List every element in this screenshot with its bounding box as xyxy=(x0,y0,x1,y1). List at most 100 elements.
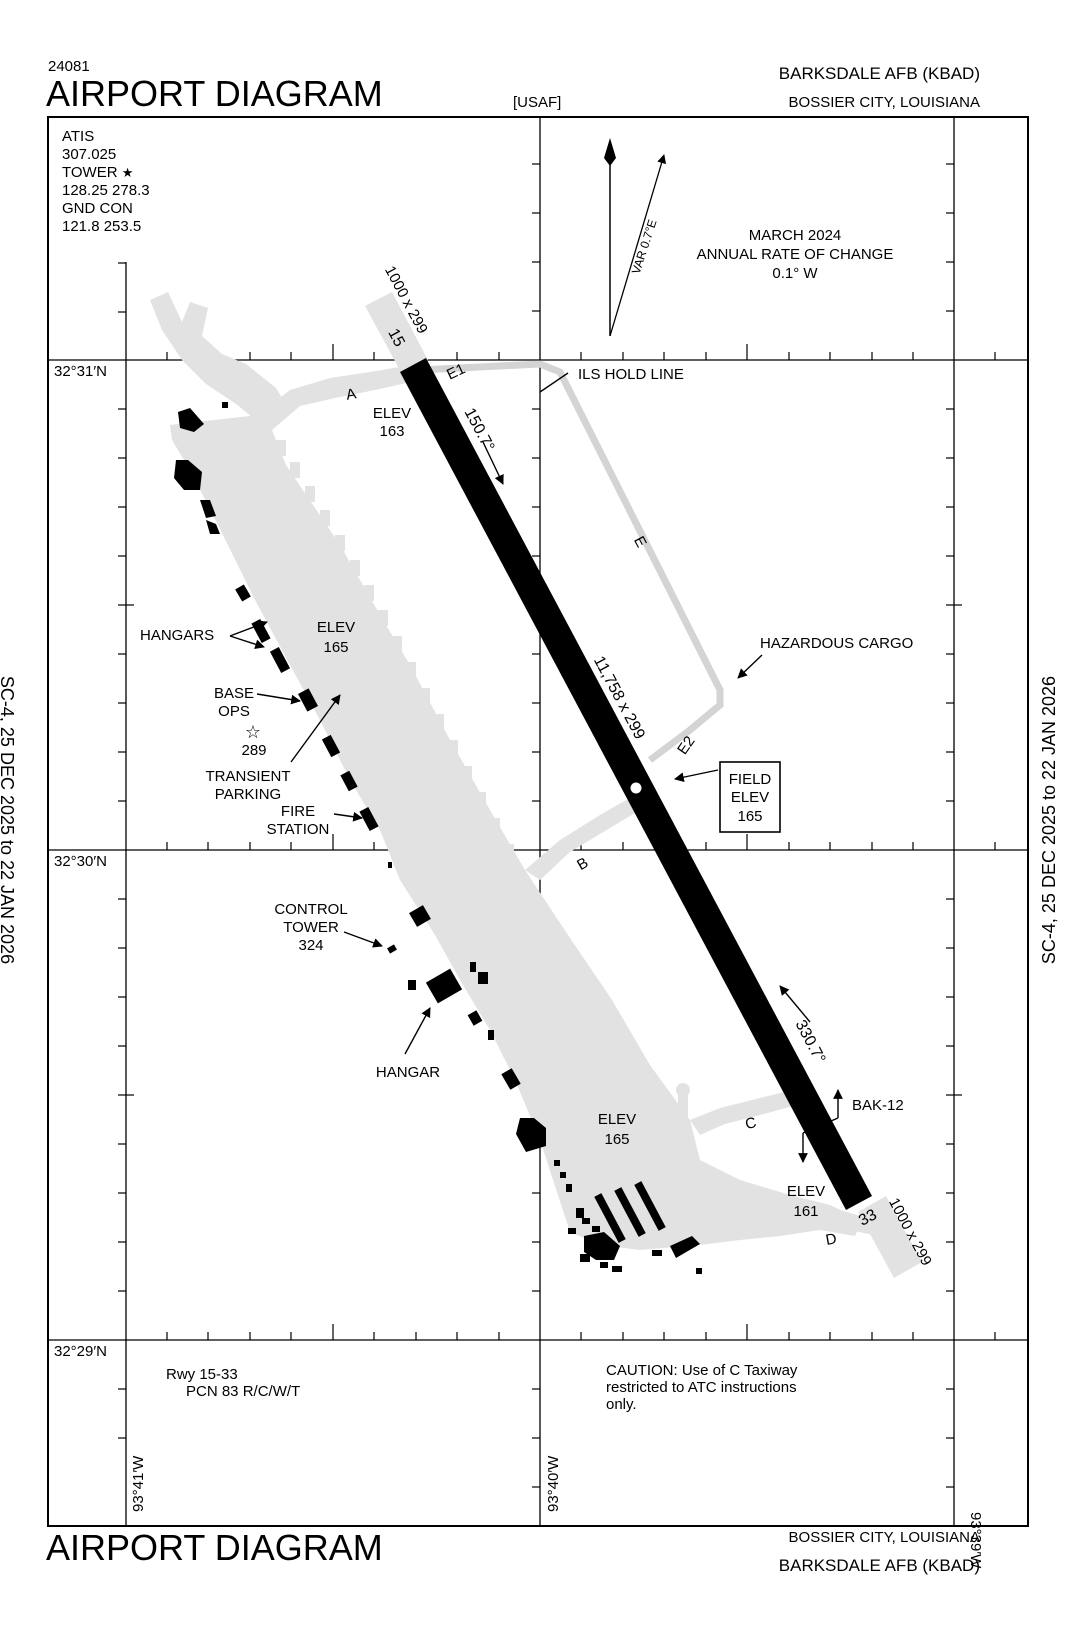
hazardous-cargo-label: HAZARDOUS CARGO xyxy=(760,635,913,652)
elev-33-value: 161 xyxy=(793,1203,818,1220)
bak12-label: BAK-12 xyxy=(852,1097,904,1114)
hazardous-cargo-arrow xyxy=(737,654,763,679)
north-arrow-group xyxy=(604,138,667,337)
north-taxi-branch xyxy=(150,292,288,422)
elev-ramp-label: ELEV xyxy=(317,619,355,636)
taxiway-a-pavement xyxy=(258,365,420,430)
building xyxy=(200,500,216,518)
building xyxy=(600,1262,608,1268)
tower-row: TOWER ★ xyxy=(62,164,150,182)
building xyxy=(206,520,220,534)
field-elev-line1: FIELD xyxy=(729,771,772,788)
building xyxy=(652,1250,662,1256)
building xyxy=(612,1266,622,1272)
tower-elev-label: 324 xyxy=(298,937,323,954)
caution-line2: restricted to ATC instructions xyxy=(606,1379,797,1396)
main-ramp xyxy=(170,415,700,1250)
footer-title: AIRPORT DIAGRAM xyxy=(46,1527,383,1568)
chart-number: 24081 xyxy=(48,58,90,75)
footer-airport: BARKSDALE AFB (KBAD) xyxy=(778,1556,980,1575)
building xyxy=(566,1184,572,1192)
tower-label-2: TOWER xyxy=(283,919,339,936)
building xyxy=(580,1254,590,1262)
building xyxy=(178,408,204,432)
atis-label: ATIS xyxy=(62,128,95,145)
control-tower-arrow xyxy=(343,931,383,948)
magnetic-info-block: MARCH 2024 ANNUAL RATE OF CHANGE 0.1° W xyxy=(660,226,930,283)
military-label: [USAF] xyxy=(513,94,562,111)
taxiway-e1-label: E1 xyxy=(444,360,468,383)
field-elev-box xyxy=(719,761,781,833)
variation-label: VAR 0.7°E xyxy=(629,218,660,276)
elev-33-label: ELEV xyxy=(787,1183,825,1200)
fire-label-2: STATION xyxy=(267,821,330,838)
field-elev-arrow xyxy=(674,769,719,782)
pavement xyxy=(150,292,922,1278)
building xyxy=(321,734,341,758)
runway-33-label: 33 xyxy=(856,1206,880,1229)
gnd-label: GND CON xyxy=(62,200,133,217)
hangar-building xyxy=(269,647,291,673)
elev-south-label: ELEV xyxy=(598,1111,636,1128)
caution-line1: CAUTION: Use of C Taxiway xyxy=(606,1362,798,1379)
beacon-elev-label: 289 xyxy=(241,742,266,759)
heading-150-arrow xyxy=(482,441,504,485)
building xyxy=(478,972,488,984)
heading-330-arrow xyxy=(779,985,811,1023)
base-ops-arrow xyxy=(256,693,301,705)
hangar-row xyxy=(594,1193,626,1243)
field-elev-value: 165 xyxy=(737,808,762,825)
taxiway-b-label: B xyxy=(574,854,591,874)
lat-29-label: 32°29′N xyxy=(54,1343,108,1360)
ils-hold-line-label: ILS HOLD LINE xyxy=(578,366,684,383)
caution-line3: only. xyxy=(606,1396,637,1413)
page-title: AIRPORT DIAGRAM xyxy=(46,73,383,114)
building xyxy=(516,1118,546,1152)
hangar-building xyxy=(425,968,463,1004)
building xyxy=(576,1208,584,1218)
building xyxy=(222,402,228,408)
hangar-row xyxy=(614,1187,646,1237)
transient-label-2: PARKING xyxy=(215,786,281,803)
building xyxy=(340,770,358,792)
city-name: BOSSIER CITY, LOUISIANA xyxy=(788,94,980,111)
grid-ticks xyxy=(118,163,996,1488)
building xyxy=(568,1228,576,1234)
runway-notes: Rwy 15-33 PCN 83 R/C/W/T xyxy=(166,1366,300,1400)
taxiway-c-pavement xyxy=(690,1090,800,1135)
building xyxy=(409,905,431,927)
building xyxy=(584,1232,620,1260)
runway-15-label: 15 xyxy=(384,326,407,350)
annotation-arrows xyxy=(229,372,843,1163)
building xyxy=(501,1068,521,1090)
elev-ramp-value: 165 xyxy=(323,639,348,656)
lat-31-label: 32°31′N xyxy=(54,363,108,380)
runway-note-line2: PCN 83 R/C/W/T xyxy=(186,1383,301,1400)
frequencies-block: ATIS 307.025 TOWER ★ 128.25 278.3 GND CO… xyxy=(62,128,150,236)
ramp-edge-stubs xyxy=(276,440,514,860)
tower-label: TOWER xyxy=(62,164,118,181)
building xyxy=(408,980,416,990)
hangars-arrow-2 xyxy=(229,635,265,649)
building xyxy=(560,1172,566,1178)
airport-name: BARKSDALE AFB (KBAD) xyxy=(778,64,980,83)
elev-north-label: ELEV xyxy=(373,405,411,422)
lon-41-label: 93°41′W xyxy=(130,1455,147,1512)
caution-notes: CAUTION: Use of C Taxiway restricted to … xyxy=(606,1362,797,1413)
taxiway-d-label: D xyxy=(824,1230,838,1249)
control-tower-building xyxy=(387,944,397,954)
hangar-label: HANGAR xyxy=(376,1064,440,1081)
building xyxy=(554,1160,560,1166)
lon-39-label: 93°39′W xyxy=(967,1512,984,1569)
field-elev-point xyxy=(629,781,643,795)
hangar-building xyxy=(235,584,251,602)
fire-label-1: FIRE xyxy=(281,803,315,820)
base-ops-building xyxy=(298,688,318,712)
taxiway-d-pavement xyxy=(700,1210,880,1243)
overrun-north xyxy=(365,292,428,374)
hangars-arrow-1 xyxy=(229,620,268,637)
beacon-icon: ☆ xyxy=(245,722,261,742)
building xyxy=(582,1218,590,1224)
building xyxy=(388,862,392,868)
field-elev-line2: ELEV xyxy=(731,789,769,806)
